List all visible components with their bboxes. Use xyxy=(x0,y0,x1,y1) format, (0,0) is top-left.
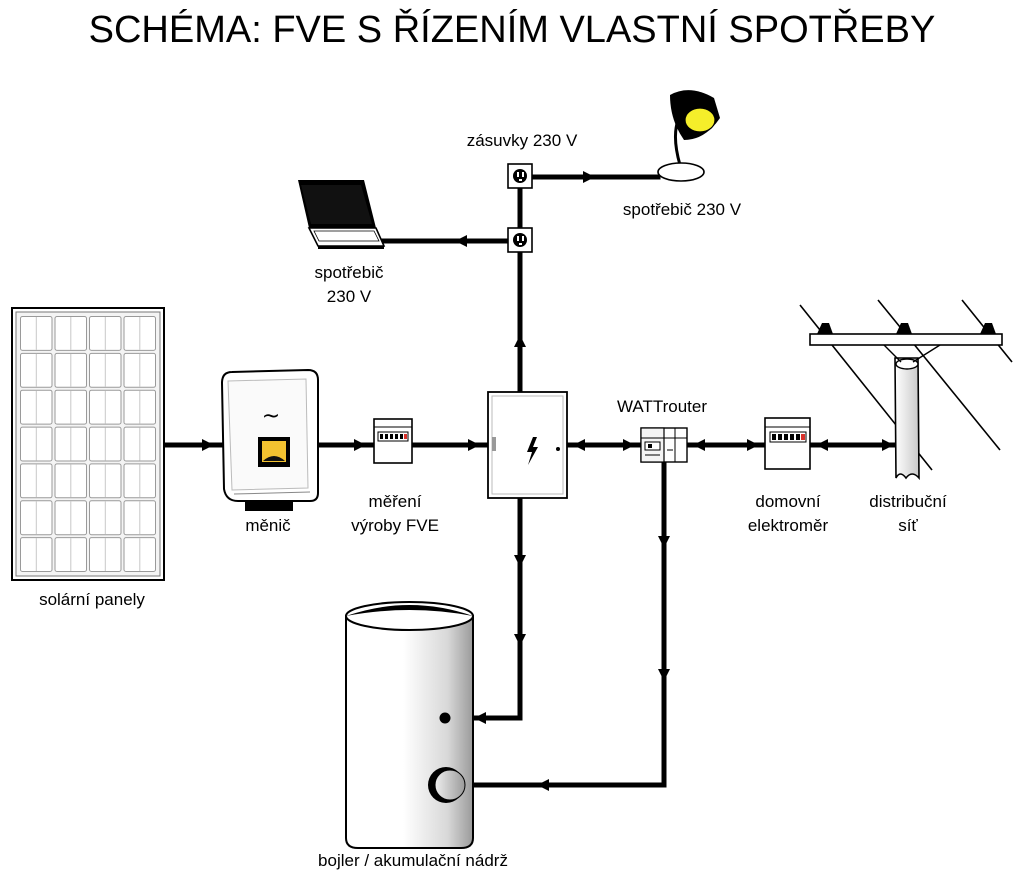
production-meter-label-line2: výroby FVE xyxy=(351,516,439,535)
inverter-icon: ~ xyxy=(220,368,319,511)
lightning-icon xyxy=(527,437,538,465)
wattrouter-icon xyxy=(640,427,688,463)
inverter-label: měnič xyxy=(245,516,291,535)
socket-icon xyxy=(507,227,533,253)
production-meter-icon xyxy=(373,418,413,464)
power-pole-icon xyxy=(799,299,1013,481)
flow-arrows xyxy=(202,171,894,791)
page-title: SCHÉMA: FVE S ŘÍZENÍM VLASTNÍ SPOTŘEBY xyxy=(89,8,936,51)
wattrouter-label: WATTrouter xyxy=(617,397,707,416)
laptop-appliance-label-line1: spotřebič xyxy=(315,263,384,282)
solar-panel-icon xyxy=(11,307,165,581)
sockets-label: zásuvky 230 V xyxy=(467,131,578,150)
grid-label-line2: síť xyxy=(898,516,918,535)
lamp-icon xyxy=(657,90,720,182)
home-meter-icon xyxy=(764,417,811,470)
home-meter-label-line1: domovní xyxy=(755,492,820,511)
solar-panels-label: solární panely xyxy=(39,590,145,609)
laptop-icon xyxy=(298,180,386,249)
inverter-symbol: ~ xyxy=(262,404,280,429)
home-meter-label-line2: elektroměr xyxy=(748,516,829,535)
heater-element xyxy=(428,767,466,803)
lamp-appliance-label: spotřebič 230 V xyxy=(623,200,742,219)
boiler-icon xyxy=(345,601,474,849)
boiler-label: bojler / akumulační nádrž xyxy=(318,851,508,870)
production-meter-label-line1: měření xyxy=(369,492,422,511)
socket-icon xyxy=(507,163,533,189)
switchboard-icon xyxy=(487,391,568,499)
grid-label-line1: distribuční xyxy=(869,492,947,511)
laptop-appliance-label-line2: 230 V xyxy=(327,287,372,306)
